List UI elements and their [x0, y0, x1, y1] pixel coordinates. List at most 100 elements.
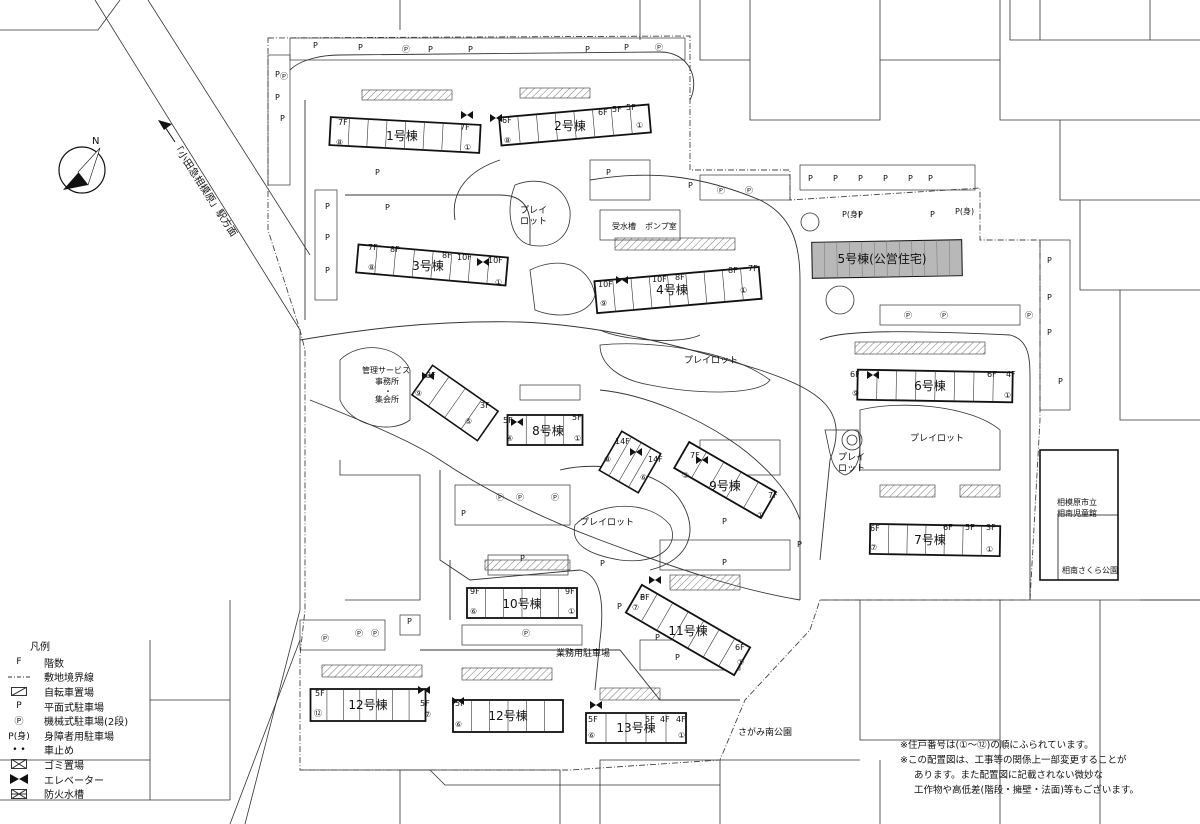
- unit-number: ①: [737, 658, 744, 667]
- floor-count: 3F: [480, 401, 490, 410]
- floor-count: 8F: [675, 273, 685, 282]
- unit-divider: [992, 372, 994, 403]
- unit-divider: [953, 371, 955, 402]
- floor-count: 7F: [338, 118, 348, 127]
- building-name: 2号棟: [554, 118, 586, 133]
- elevator-icon: [452, 697, 464, 705]
- unit-divider: [374, 246, 378, 275]
- playlot-7-a: プレイ: [838, 452, 865, 463]
- building-outline: [593, 265, 763, 315]
- building-name: 9号棟: [709, 478, 741, 493]
- parking-p-mark: P: [675, 653, 680, 662]
- north-arrow: N: [58, 136, 106, 194]
- building-name: 6号棟: [914, 378, 946, 393]
- parking-p-mark: P: [428, 45, 433, 54]
- building-5[interactable]: 5号棟(公営住宅): [811, 239, 963, 279]
- unit-divider: [973, 371, 975, 402]
- unit-divider: [721, 270, 726, 302]
- floor-count: 7F: [768, 491, 778, 500]
- unit-number: ⑧: [336, 138, 343, 147]
- unit-number: ①: [574, 434, 581, 443]
- note-2: ※この配置図は、工事等の関係上一部変更することが: [900, 755, 1127, 766]
- unit-divider: [393, 247, 397, 276]
- pump-room-label: ポンプ室: [645, 221, 677, 231]
- unit-number: ⑦: [870, 543, 877, 552]
- legend-row-bollard: • • 車止め: [8, 743, 188, 758]
- parking-p-mark: P: [688, 181, 693, 190]
- elevator-icon: [630, 448, 642, 456]
- parking-p-mark: P: [585, 45, 590, 54]
- unit-number: ①: [495, 278, 502, 287]
- unit-divider: [656, 602, 674, 631]
- elevator-icon: [867, 371, 879, 379]
- building-block-a[interactable]: 3F3F⑨⑤: [410, 364, 500, 442]
- building-outline: [868, 522, 1002, 558]
- building-name: 1号棟: [386, 128, 418, 143]
- map-legend: 凡例 F 階数 敷地境界線 自転車置場 P 平面式駐車場 Ⓟ 機械式駐車場(2段…: [8, 638, 188, 801]
- boundary-line-icon: [8, 673, 30, 681]
- building-1[interactable]: 1号棟 7F 7F ⑧ ①: [328, 111, 482, 154]
- floor-count: 6F: [598, 108, 608, 117]
- mech-parking-symbol: Ⓟ: [14, 717, 24, 728]
- parking-p-mark: P: [858, 174, 863, 183]
- building-name: 11号棟: [668, 623, 707, 638]
- building-name: 7号棟: [914, 532, 946, 547]
- floor-count: 6F: [640, 593, 650, 602]
- unit-number: ⑫: [314, 709, 322, 718]
- floor-count: 8F: [728, 266, 738, 275]
- mech-parking-mark: Ⓟ: [551, 493, 559, 502]
- unit-number: ⑥: [455, 720, 462, 729]
- floor-count: 7F: [460, 123, 470, 132]
- elevator-icon: [649, 576, 661, 584]
- bicycle-parking: [321, 87, 1001, 701]
- unit-divider: [612, 279, 616, 312]
- building-name: 8号棟: [532, 423, 564, 438]
- legend-label: 機械式駐車場(2段): [44, 717, 129, 729]
- building-outline: [309, 688, 427, 722]
- elevator-icon: [461, 111, 473, 119]
- unit-divider: [906, 524, 908, 555]
- unit-divider: [385, 120, 388, 149]
- floor-count: 8F: [442, 251, 452, 260]
- sagami-park-label: さがみ南公園: [738, 726, 792, 738]
- unit-divider: [718, 638, 735, 667]
- floor-count: 10F: [488, 256, 503, 265]
- disabled-parking-mark: P(身): [955, 206, 974, 216]
- playlot-main: プレイロット: [684, 355, 738, 366]
- parking-p-mark: P: [640, 593, 645, 602]
- bollard-symbol: • •: [12, 744, 26, 755]
- building-name: 4号棟: [656, 282, 688, 297]
- parking-p-mark: P: [358, 43, 363, 52]
- building-name: 12号棟: [488, 708, 527, 723]
- legend-label: ゴミ置場: [44, 760, 84, 772]
- legend-row-mech-parking: Ⓟ 機械式駐車場(2段): [8, 713, 188, 728]
- legend-row-flat-parking: P 平面式駐車場: [8, 699, 188, 714]
- unit-number: ①: [464, 143, 471, 152]
- floor-count: 10F: [598, 280, 613, 289]
- unit-divider: [703, 271, 708, 304]
- floor-count: 5F: [626, 103, 636, 112]
- bicycle-parking-icon: [8, 686, 30, 696]
- parking-p-mark: P: [407, 617, 412, 626]
- unit-divider: [403, 121, 407, 149]
- unit-divider: [467, 254, 471, 283]
- floor-count: 14F: [615, 437, 630, 446]
- parking-p-mark: P: [655, 633, 660, 642]
- unit-divider: [554, 112, 558, 141]
- playlot-shapes: [339, 180, 1001, 601]
